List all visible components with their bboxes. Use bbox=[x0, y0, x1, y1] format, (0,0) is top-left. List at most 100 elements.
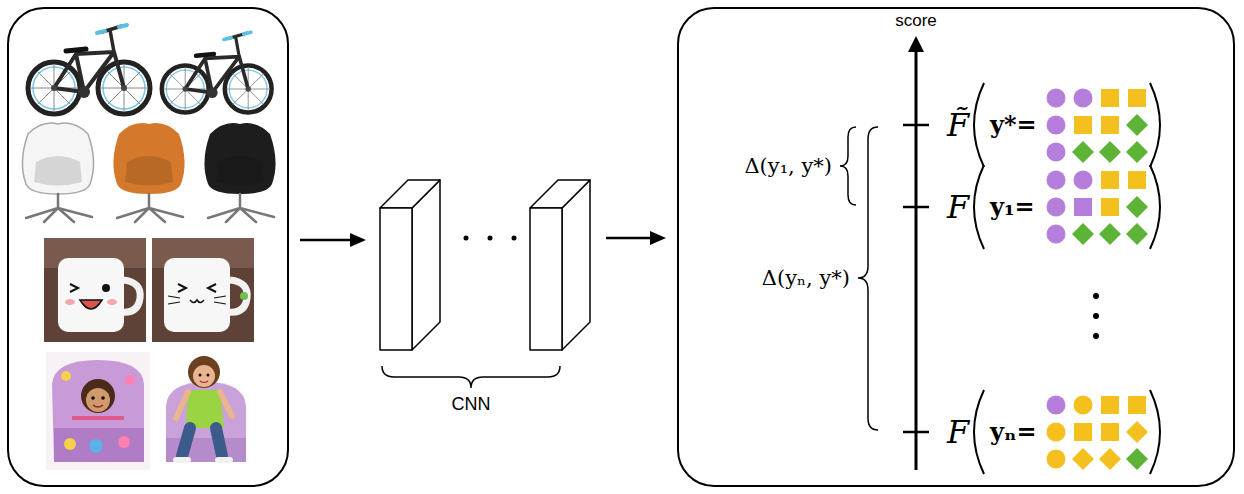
label-grid bbox=[1101, 116, 1119, 134]
score-panel bbox=[678, 8, 1234, 486]
kids-chair-photo bbox=[160, 352, 252, 470]
flow-arrow bbox=[350, 233, 366, 247]
cnn-layer bbox=[530, 208, 562, 350]
kids-chair-photo bbox=[182, 428, 222, 456]
label-grid bbox=[1074, 171, 1093, 190]
label-grid bbox=[1047, 423, 1066, 442]
label-grid bbox=[1047, 89, 1066, 108]
bike-photo bbox=[28, 25, 150, 114]
kids-chair-photo bbox=[46, 352, 252, 470]
label-grid bbox=[1047, 396, 1066, 415]
label-grid bbox=[1126, 141, 1148, 163]
label-grid bbox=[1128, 171, 1146, 189]
kids-chair-photo bbox=[86, 388, 110, 412]
label-grid bbox=[1126, 448, 1148, 470]
label-grid bbox=[1072, 448, 1094, 470]
vertical-ellipsis bbox=[1093, 313, 1099, 319]
flow-arrow bbox=[300, 239, 352, 242]
paren bbox=[1150, 390, 1160, 474]
cnn-layer bbox=[412, 180, 440, 350]
cnn-layer bbox=[562, 180, 590, 350]
label-grid bbox=[1047, 198, 1066, 217]
cnn-brace bbox=[382, 366, 560, 388]
label-grid bbox=[1099, 141, 1121, 163]
paren bbox=[974, 83, 1160, 474]
margin-brace bbox=[858, 127, 878, 430]
label-grid bbox=[1099, 223, 1121, 245]
label-grid bbox=[1126, 196, 1148, 218]
mug-photo bbox=[228, 280, 247, 312]
label-grid bbox=[1128, 396, 1146, 414]
label-grid bbox=[1074, 198, 1092, 216]
kids-chair-photo bbox=[199, 374, 202, 377]
mug-photo bbox=[178, 284, 216, 292]
kids-chair-photo bbox=[166, 382, 246, 462]
kids-chair-photo bbox=[176, 392, 232, 418]
ellipsis-dots bbox=[512, 236, 517, 241]
paren bbox=[974, 390, 984, 474]
label-grid bbox=[1101, 198, 1119, 216]
label-grid bbox=[1101, 171, 1119, 189]
mug-photo bbox=[70, 284, 78, 292]
label-grid bbox=[1101, 423, 1119, 441]
label-grid bbox=[1074, 423, 1092, 441]
label-grid bbox=[1047, 171, 1149, 246]
kids-chair-photo bbox=[64, 438, 76, 450]
kids-chair-photo bbox=[200, 381, 208, 383]
function-symbol: F̃ bbox=[945, 107, 971, 144]
function-symbol: F bbox=[945, 189, 971, 226]
kids-chair-photo bbox=[54, 428, 144, 462]
kids-chair-photo bbox=[72, 416, 124, 420]
variable-label: yₙ= bbox=[988, 418, 1039, 446]
label-grid bbox=[1072, 141, 1094, 163]
ellipsis-dots bbox=[464, 236, 469, 241]
cnn-layer bbox=[380, 208, 412, 350]
label-grid bbox=[1047, 89, 1149, 164]
kids-chair-photo bbox=[193, 365, 215, 387]
mug-photo bbox=[44, 238, 146, 342]
chair-photo bbox=[22, 123, 275, 222]
flow-arrow bbox=[606, 237, 652, 240]
kids-chair-photo bbox=[188, 356, 220, 388]
label-grid bbox=[1047, 225, 1066, 244]
bike-photo bbox=[28, 25, 272, 114]
kids-chair-photo bbox=[46, 352, 150, 470]
vertical-ellipsis bbox=[1093, 333, 1099, 339]
function-symbol: F bbox=[945, 414, 971, 451]
label-grid bbox=[1126, 223, 1148, 245]
chair-photo bbox=[22, 123, 93, 222]
kids-chair-photo bbox=[52, 360, 144, 462]
score-axis bbox=[903, 124, 929, 127]
mug-photo bbox=[58, 258, 124, 332]
paren bbox=[974, 83, 984, 167]
mug-photo bbox=[190, 300, 204, 303]
variable-label: y*= bbox=[988, 111, 1039, 139]
flow-arrow bbox=[300, 231, 666, 247]
paren bbox=[1150, 83, 1160, 167]
vertical-ellipsis bbox=[1093, 293, 1099, 299]
mug-photo bbox=[164, 258, 230, 332]
kids-chair-photo bbox=[89, 439, 103, 453]
mug-photo bbox=[80, 300, 102, 309]
margin-label: Δ(y₁, y*) bbox=[742, 154, 834, 178]
label-grid bbox=[1047, 396, 1149, 471]
label-grid bbox=[1047, 143, 1066, 162]
mug-photo bbox=[107, 299, 117, 305]
ellipsis-dots bbox=[464, 236, 517, 241]
group-label: CNN bbox=[450, 394, 493, 415]
mug-photo bbox=[102, 284, 110, 292]
mug-photo bbox=[168, 296, 226, 304]
margin-label: Δ(yₙ, y*) bbox=[760, 266, 852, 290]
paren bbox=[1150, 165, 1160, 249]
label-grid bbox=[1074, 89, 1093, 108]
mug-photo bbox=[152, 238, 254, 342]
cnn-layer bbox=[530, 180, 590, 208]
cnn-layer bbox=[380, 180, 440, 208]
kids-chair-photo bbox=[176, 457, 230, 463]
score-axis bbox=[903, 431, 929, 434]
variable-label: y₁= bbox=[988, 193, 1037, 221]
score-axis bbox=[908, 36, 924, 52]
ellipsis-dots bbox=[488, 236, 493, 241]
